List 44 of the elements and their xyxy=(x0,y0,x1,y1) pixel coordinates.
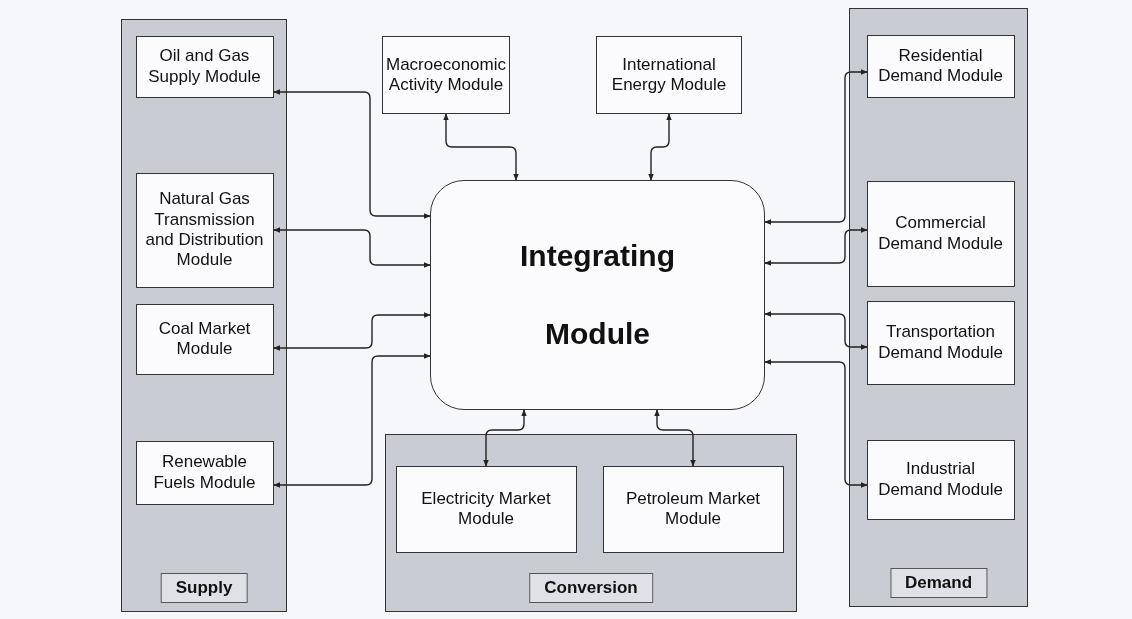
group-label: Demand xyxy=(889,568,988,598)
group-label: Supply xyxy=(160,573,248,603)
module-label: Natural Gas Transmission and Distribution Module xyxy=(144,189,265,271)
module-label: Transportation Demand Module xyxy=(877,322,1004,363)
connector-arrow xyxy=(273,89,431,219)
connector-arrow xyxy=(273,227,431,268)
module-label: Residential Demand Module xyxy=(877,45,1004,87)
connector-arrow xyxy=(654,409,696,467)
module-label: Commercial Demand Module xyxy=(877,213,1004,254)
module-box xyxy=(866,180,1015,287)
module-label: Macroeconomic Activity Module xyxy=(386,54,506,96)
connector-arrow xyxy=(648,113,672,181)
group-panel xyxy=(849,8,1028,607)
module-label: Industrial Demand Module xyxy=(877,459,1004,500)
integrating-box xyxy=(430,180,765,410)
connector-arrow xyxy=(764,227,868,266)
module-label: International Energy Module xyxy=(610,54,728,96)
connector-arrow xyxy=(273,353,431,488)
module-box xyxy=(395,465,577,553)
group-panel xyxy=(121,19,287,612)
module-box xyxy=(135,440,274,505)
module-box xyxy=(596,36,742,114)
module-label: Petroleum Market Module xyxy=(624,488,762,530)
connector-arrow xyxy=(764,359,868,488)
module-box xyxy=(135,303,274,375)
module-box xyxy=(602,465,784,553)
module-label: Coal Market Module xyxy=(157,318,252,360)
module-label: Electricity Market Module xyxy=(420,488,552,530)
group-panel xyxy=(385,434,797,612)
module-box xyxy=(382,36,510,114)
module-box xyxy=(866,34,1015,98)
module-box xyxy=(866,439,1015,520)
connector-arrow xyxy=(443,113,519,181)
box-title: Integrating Module xyxy=(519,238,676,352)
connector-arrow xyxy=(483,409,527,467)
connector-arrow xyxy=(764,311,868,350)
connector-arrow xyxy=(764,69,868,225)
module-box xyxy=(866,300,1015,385)
module-label: Renewable Fuels Module xyxy=(152,452,257,493)
module-label: Oil and Gas Supply Module xyxy=(147,46,262,87)
group-label: Conversion xyxy=(529,573,653,603)
connector-arrow xyxy=(273,312,431,351)
module-box xyxy=(135,172,274,288)
module-box xyxy=(135,35,274,98)
